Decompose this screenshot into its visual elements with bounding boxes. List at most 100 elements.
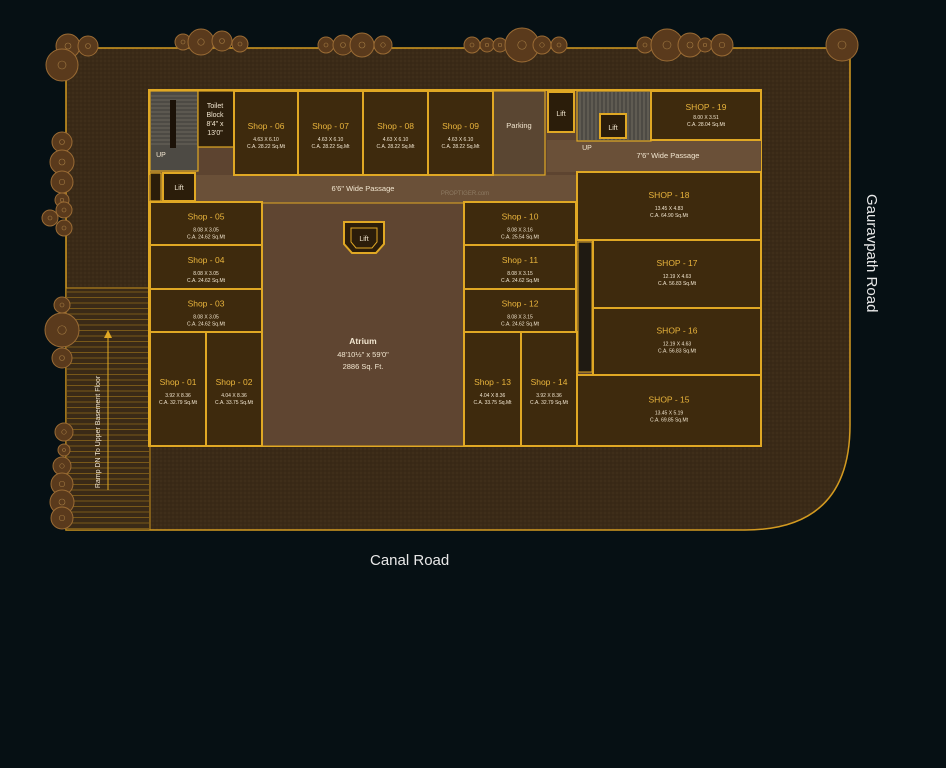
tree-icon-core: [85, 43, 91, 49]
tree-icon: [41, 209, 59, 227]
lift-label: Lift: [608, 125, 617, 132]
road-label-east: Gauravpath Road: [863, 194, 880, 313]
lift-box-nw: [162, 172, 196, 202]
shop-name: Shop - 04: [188, 255, 225, 265]
tree-icon-core: [57, 325, 67, 335]
atrium-area: [261, 202, 465, 447]
shop-name: Shop - 03: [188, 299, 225, 309]
shop-unit[interactable]: [463, 331, 522, 447]
lift-box-ne: [599, 113, 627, 139]
shop-name: Shop - 14: [531, 377, 568, 387]
watermark: PROPTIGER.com: [441, 191, 489, 197]
parking-area: [492, 90, 546, 176]
shop-carpet-area: C.A. 25.54 Sq.Mt: [501, 235, 540, 241]
tree-icon-core: [642, 42, 648, 48]
shop-unit[interactable]: [297, 90, 364, 176]
tree-icon-core: [59, 139, 65, 145]
shop-name: SHOP - 17: [657, 258, 698, 268]
tree-icon: [57, 443, 71, 457]
tree-icon-core: [61, 429, 67, 435]
shop-name: SHOP - 16: [657, 326, 698, 336]
shop-dimensions: 4.63 X 6.10: [383, 137, 409, 143]
passage-east: [547, 140, 761, 172]
toilet-label: Toilet: [207, 103, 223, 110]
shop-carpet-area: C.A. 24.62 Sq.Mt: [187, 235, 226, 241]
atrium-area: 2886 Sq. Ft.: [343, 362, 384, 371]
tree-icon: [349, 32, 375, 58]
toilet-label: 13'0": [207, 130, 223, 137]
shop-dimensions: 12.19 X 4.63: [663, 274, 692, 280]
shop-name: Shop - 05: [188, 212, 225, 222]
tree-icon-core: [58, 480, 66, 488]
tree-icon-core: [237, 41, 243, 47]
shop-carpet-area: C.A. 28.22 Sq.Mt: [247, 144, 286, 150]
tree-icon: [55, 201, 73, 219]
shop-unit[interactable]: [592, 239, 762, 309]
shop-carpet-area: C.A. 56.83 Sq.Mt: [658, 281, 697, 287]
toilet-label: 8'4" x: [206, 121, 224, 128]
tree-icon-core: [180, 39, 186, 45]
shop-dimensions: 8.08 X 3.05: [193, 315, 219, 321]
shop-carpet-area: C.A. 28.22 Sq.Mt: [311, 144, 350, 150]
atrium-name: Atrium: [349, 336, 377, 346]
shop-carpet-area: C.A. 24.62 Sq.Mt: [501, 322, 540, 328]
stairs-up-label: UP: [156, 152, 166, 159]
shop-dimensions: 13.45 X 4.83: [655, 206, 684, 212]
shop-unit[interactable]: [149, 201, 263, 246]
shop-unit[interactable]: [233, 90, 299, 176]
shop-name: Shop - 01: [160, 377, 197, 387]
shop-unit[interactable]: [205, 331, 263, 447]
escalator: [577, 241, 593, 373]
tree-icon-core: [837, 40, 847, 50]
shop-carpet-area: C.A. 64.90 Sq.Mt: [650, 213, 689, 219]
tree-icon-core: [58, 178, 66, 186]
tree-icon-core: [662, 40, 672, 50]
shop-unit[interactable]: [592, 307, 762, 376]
tree-icon: [52, 456, 72, 476]
shop-unit[interactable]: [463, 244, 577, 290]
tree-icon-core: [686, 41, 694, 49]
tree-icon-core: [59, 302, 65, 308]
tree-icon: [51, 347, 73, 369]
tree-icon-core: [197, 38, 205, 46]
lift-label: Lift: [359, 236, 368, 243]
tree-icon-core: [58, 498, 66, 506]
shop-unit[interactable]: [362, 90, 429, 176]
tree-icon: [710, 33, 734, 57]
shop-unit[interactable]: [149, 244, 263, 290]
tree-icon-core: [358, 41, 366, 49]
shop-name: Shop - 06: [248, 121, 285, 131]
toilet-block: [197, 90, 235, 148]
tree-icon-core: [484, 42, 490, 48]
shop-name: Shop - 13: [474, 377, 511, 387]
shop-unit[interactable]: [149, 331, 207, 447]
tree-icon: [463, 36, 481, 54]
tree-icon: [50, 170, 74, 194]
lift-box-small: [149, 172, 162, 202]
shop-unit[interactable]: [650, 90, 762, 141]
tree-icon: [532, 35, 552, 55]
shop-carpet-area: C.A. 69.85 Sq.Mt: [650, 418, 689, 424]
passage-label: 6'6" Wide Passage: [332, 184, 395, 193]
tree-icon-core: [556, 42, 562, 48]
shop-carpet-area: C.A. 56.83 Sq.Mt: [658, 349, 697, 355]
parking-label: Parking: [506, 121, 531, 130]
shop-name: Shop - 08: [377, 121, 414, 131]
shop-unit[interactable]: [576, 171, 762, 241]
tree-icon: [479, 37, 495, 53]
tree-icon: [51, 131, 73, 153]
shop-unit[interactable]: [520, 331, 578, 447]
shop-name: Shop - 07: [312, 121, 349, 131]
tree-icon-core: [469, 42, 475, 48]
tree-icon-core: [62, 448, 66, 452]
tree-icon: [697, 37, 713, 53]
shop-dimensions: 4.04 X 8.36: [480, 393, 506, 399]
shop-dimensions: 8.08 X 3.05: [193, 271, 219, 277]
tree-icon-core: [219, 38, 225, 44]
shop-unit[interactable]: [427, 90, 494, 176]
shop-name: SHOP - 18: [649, 190, 690, 200]
tree-icon: [211, 30, 233, 52]
ramp-arrow-head: [104, 330, 112, 338]
tree-icon-core: [380, 42, 386, 48]
